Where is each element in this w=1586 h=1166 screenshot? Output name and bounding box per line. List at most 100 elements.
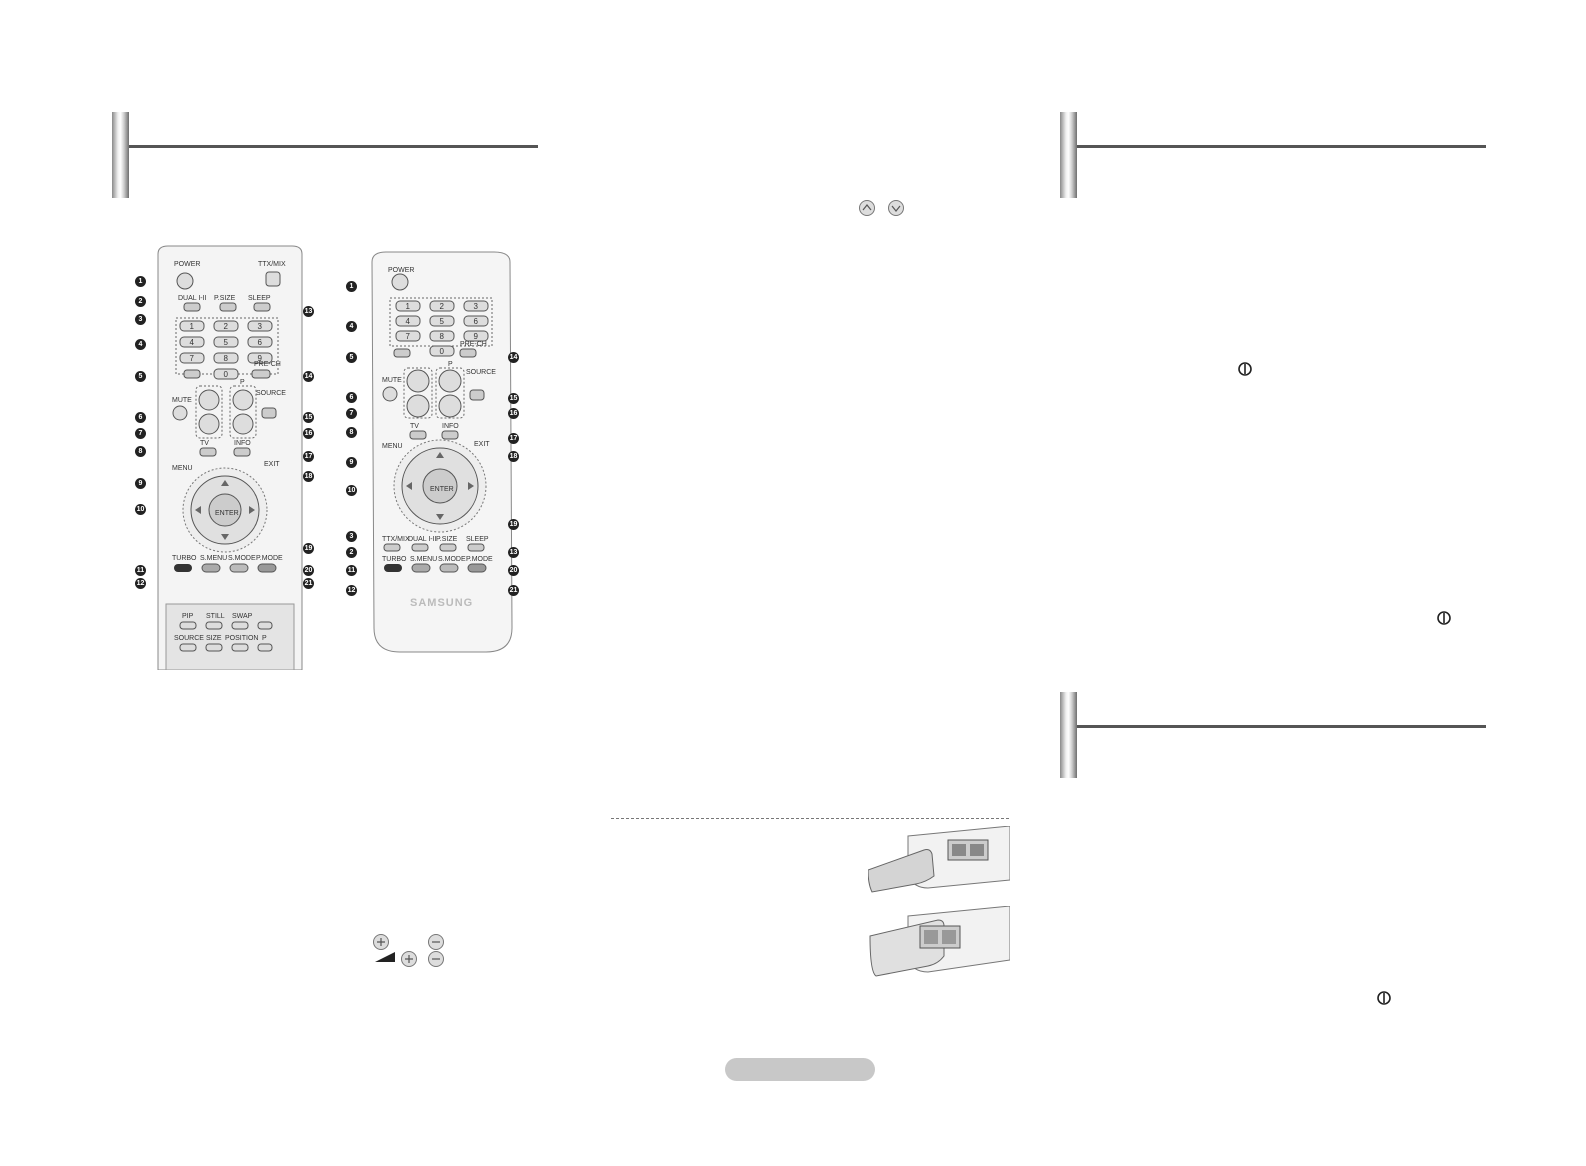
digit-button-8[interactable]: [429, 330, 455, 342]
digit-button-2[interactable]: [213, 320, 239, 332]
source-button[interactable]: [469, 389, 485, 401]
channel-down-button[interactable]: [438, 394, 462, 418]
pmode-button[interactable]: [467, 563, 487, 573]
callout-badge: 19: [303, 543, 314, 554]
digit-button-9[interactable]: [463, 330, 489, 342]
digit-button-7[interactable]: [179, 352, 205, 364]
sleep-button[interactable]: [467, 543, 485, 552]
p-down-button[interactable]: [257, 643, 273, 652]
source2-label: SOURCE: [174, 635, 204, 642]
digit-label: 7: [406, 332, 411, 341]
ttx-label: TTX/MIX: [258, 261, 286, 268]
channel-down-button[interactable]: [232, 413, 254, 435]
volume-down-button[interactable]: [198, 413, 220, 435]
digit-button-8[interactable]: [213, 352, 239, 364]
digit-button-6[interactable]: [463, 315, 489, 327]
pmode-button[interactable]: [257, 563, 277, 573]
ttx-small-button[interactable]: [183, 369, 201, 379]
volume-down-button[interactable]: [406, 394, 430, 418]
volume-down-icon: [428, 951, 444, 967]
smode-button[interactable]: [439, 563, 459, 573]
digit-button-6[interactable]: [247, 336, 273, 348]
psize-button[interactable]: [439, 543, 457, 552]
tv-button[interactable]: [409, 430, 427, 440]
mute-button[interactable]: [172, 405, 188, 421]
still-button[interactable]: [205, 621, 223, 630]
ttx-button[interactable]: [383, 543, 401, 552]
callout-badge: 5: [135, 371, 146, 382]
info-button[interactable]: [233, 447, 251, 457]
callout-badge: 17: [508, 433, 519, 444]
digit-label: 5: [224, 338, 229, 347]
ttx-small-button[interactable]: [393, 348, 411, 358]
digit-label: 5: [440, 317, 445, 326]
turbo-button[interactable]: [174, 564, 192, 572]
prech-button[interactable]: [251, 369, 271, 379]
digit-button-5[interactable]: [213, 336, 239, 348]
smenu-label: S.MENU: [200, 555, 227, 562]
smenu-button[interactable]: [201, 563, 221, 573]
pip-button[interactable]: [179, 621, 197, 630]
digit-button-7[interactable]: [395, 330, 421, 342]
power-button[interactable]: [391, 273, 409, 291]
power-label: POWER: [388, 267, 414, 274]
digit-button-0[interactable]: [213, 368, 239, 380]
mute-label: MUTE: [382, 377, 402, 384]
source-label: SOURCE: [256, 390, 286, 397]
enter-button[interactable]: [208, 493, 242, 527]
dashed-divider: [611, 818, 1009, 819]
digit-label: 1: [190, 322, 195, 331]
digit-button-3[interactable]: [463, 300, 489, 312]
turbo-button[interactable]: [384, 564, 402, 572]
p2-label: P: [262, 635, 267, 642]
prech-label: PRE-CH: [254, 361, 281, 368]
volume-wedge-icon: [375, 952, 395, 962]
info-button[interactable]: [441, 430, 459, 440]
digit-button-9[interactable]: [247, 352, 273, 364]
power-button[interactable]: [176, 272, 194, 290]
enter-label: ENTER: [430, 486, 454, 493]
digit-button-3[interactable]: [247, 320, 273, 332]
ttx-button[interactable]: [265, 271, 281, 287]
digit-label: 8: [224, 354, 229, 363]
prech-button[interactable]: [459, 348, 477, 358]
menu-label: MENU: [382, 443, 403, 450]
smode-button[interactable]: [229, 563, 249, 573]
tv-button[interactable]: [199, 447, 217, 457]
channel-up-button[interactable]: [232, 389, 254, 411]
digit-label: 2: [440, 302, 445, 311]
digit-label: 9: [474, 332, 479, 341]
dual-button[interactable]: [183, 302, 201, 312]
digit-button-4[interactable]: [179, 336, 205, 348]
digit-button-0[interactable]: [429, 345, 455, 357]
power-label: POWER: [174, 261, 200, 268]
psize-button[interactable]: [219, 302, 237, 312]
sleep-button[interactable]: [253, 302, 271, 312]
source2-button[interactable]: [179, 643, 197, 652]
callout-badge: 15: [303, 412, 314, 423]
enter-button[interactable]: [422, 468, 458, 504]
pip-label: PIP: [182, 613, 194, 620]
smenu-button[interactable]: [411, 563, 431, 573]
source-button[interactable]: [261, 407, 277, 419]
header-bar: [112, 112, 129, 198]
p-up-button[interactable]: [257, 621, 273, 630]
swap-button[interactable]: [231, 621, 249, 630]
dual-button[interactable]: [411, 543, 429, 552]
position-button[interactable]: [231, 643, 249, 652]
callout-badge: 7: [346, 408, 357, 419]
volume-up-button[interactable]: [406, 369, 430, 393]
channel-up-button[interactable]: [438, 369, 462, 393]
digit-button-1[interactable]: [395, 300, 421, 312]
callout-badge: 5: [346, 352, 357, 363]
page-number-pill: [725, 1058, 875, 1081]
digit-button-2[interactable]: [429, 300, 455, 312]
digit-button-5[interactable]: [429, 315, 455, 327]
mute-button[interactable]: [382, 386, 398, 402]
digit-button-1[interactable]: [179, 320, 205, 332]
callout-badge: 18: [303, 471, 314, 482]
volume-up-button[interactable]: [198, 389, 220, 411]
digit-button-4[interactable]: [395, 315, 421, 327]
size-button[interactable]: [205, 643, 223, 652]
